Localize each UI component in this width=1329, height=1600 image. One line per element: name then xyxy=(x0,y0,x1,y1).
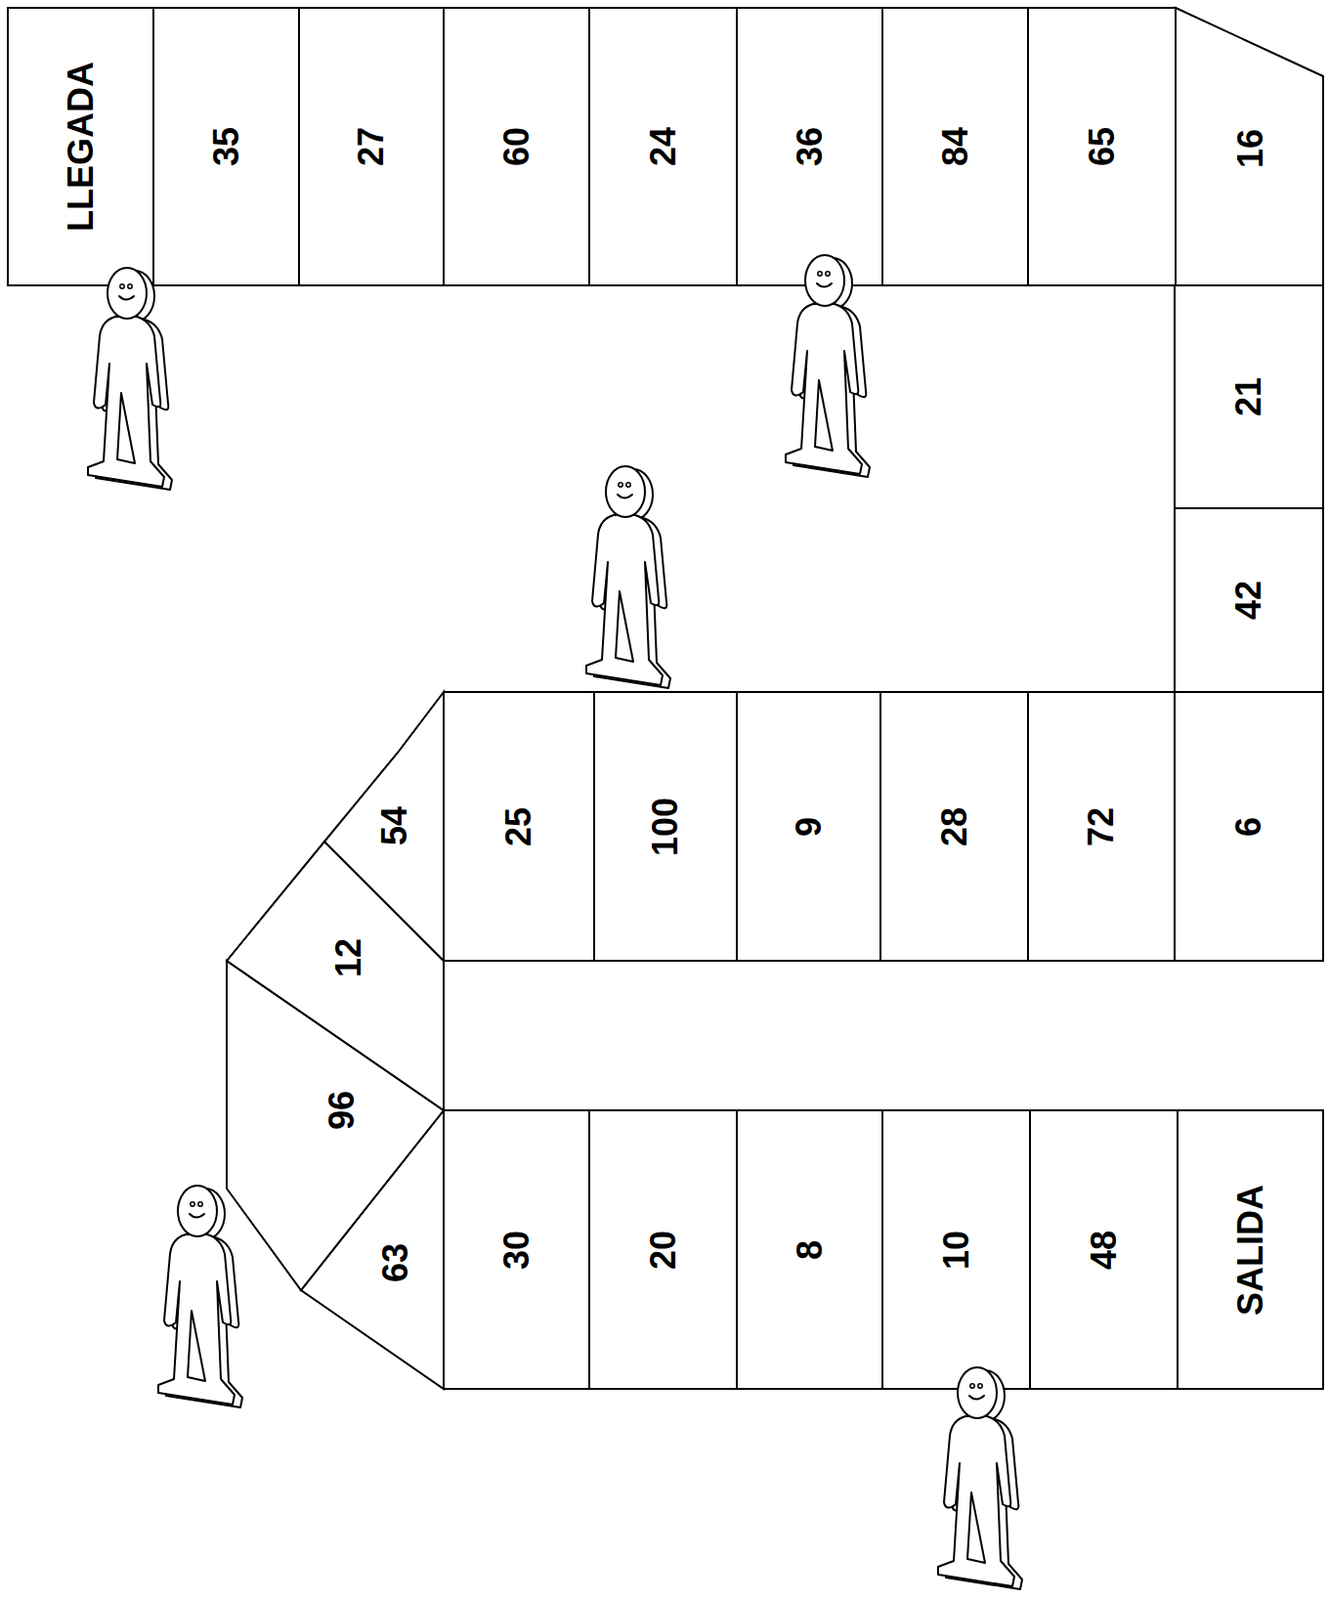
square-label: 25 xyxy=(501,806,537,846)
square-label: 30 xyxy=(499,1229,535,1269)
square-label: 12 xyxy=(331,938,367,978)
pawn xyxy=(87,267,172,490)
square-label: 96 xyxy=(324,1090,360,1130)
square-label: 16 xyxy=(1233,128,1269,169)
board-square: 8 xyxy=(736,1110,883,1389)
board-square: 72 xyxy=(1028,691,1175,961)
square-label: 65 xyxy=(1084,127,1120,167)
square-label: 10 xyxy=(939,1229,975,1269)
board-square: 16 xyxy=(1175,7,1324,286)
board-square: 20 xyxy=(589,1110,737,1389)
square-label: 48 xyxy=(1086,1229,1122,1269)
pawn xyxy=(158,1185,243,1408)
board-square: 10 xyxy=(882,1110,1030,1389)
board-square: 25 xyxy=(443,691,595,961)
square-label: LLEGADA xyxy=(63,61,99,232)
square-label: SALIDA xyxy=(1233,1184,1269,1316)
square-label: 27 xyxy=(353,127,389,167)
square-label: 54 xyxy=(377,806,413,846)
square-label: 35 xyxy=(209,127,245,167)
board-square: 35 xyxy=(153,7,300,286)
board-square: 100 xyxy=(594,691,737,961)
board-square: 30 xyxy=(443,1110,590,1389)
board-square: 84 xyxy=(882,7,1029,286)
pawn xyxy=(938,1367,1023,1589)
square-label: 20 xyxy=(645,1229,682,1269)
square-label: 42 xyxy=(1231,580,1267,620)
board-square: 24 xyxy=(589,7,737,286)
board-square: 6 xyxy=(1174,691,1324,961)
board-square: 9 xyxy=(736,691,881,961)
square-label: 24 xyxy=(645,127,682,167)
square-label: 21 xyxy=(1231,377,1267,417)
square-label: 6 xyxy=(1231,815,1267,836)
square-label: 63 xyxy=(378,1243,414,1283)
board-square: LLEGADA xyxy=(7,7,154,286)
board-square: 28 xyxy=(880,691,1029,961)
square-label: 9 xyxy=(791,815,827,836)
board-square: 60 xyxy=(443,7,590,286)
square-label: 36 xyxy=(792,127,828,167)
square-label: 84 xyxy=(938,127,974,167)
board-square: 27 xyxy=(299,7,444,286)
square-label: 100 xyxy=(647,796,684,856)
square-label: 28 xyxy=(937,806,973,846)
board-square: 54 xyxy=(324,691,444,961)
pawn xyxy=(586,466,671,688)
square-label: 72 xyxy=(1083,806,1119,846)
pawn xyxy=(785,255,870,477)
board-square: 42 xyxy=(1174,508,1324,692)
board-square: 36 xyxy=(736,7,883,286)
board-square: 48 xyxy=(1029,1110,1178,1389)
board-square: 65 xyxy=(1028,7,1176,286)
board-square: SALIDA xyxy=(1177,1110,1324,1389)
square-label: 60 xyxy=(499,127,535,167)
board-square: 21 xyxy=(1174,285,1324,509)
square-label: 8 xyxy=(792,1239,828,1259)
